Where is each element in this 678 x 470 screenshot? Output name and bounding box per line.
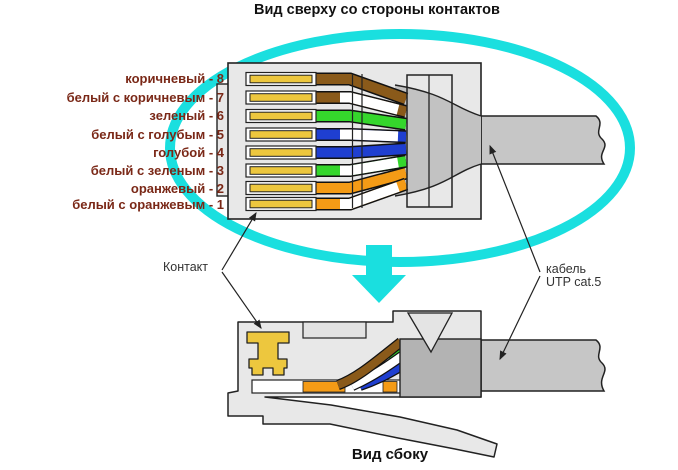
load-bar-front-edges: [351, 74, 363, 208]
highlight-ellipse: [165, 29, 635, 267]
pin-label-2: оранжевый - 2: [130, 180, 224, 196]
side-view-connector: [227, 310, 606, 458]
wire-funnel: [395, 85, 481, 196]
down-arrow-icon: [352, 245, 406, 303]
pin-label-8: коричневый - 8: [125, 71, 224, 86]
wire-pin5-white: [340, 129, 399, 142]
contacts-top-view: [245, 71, 317, 212]
contact-slot-7: [245, 90, 317, 105]
leader-cable-bottom: [499, 275, 541, 361]
pin-label-1: белый с оранжевым - 1: [72, 197, 224, 212]
cable-top-view: [480, 115, 606, 165]
cable-side-view: [480, 339, 606, 392]
callout-cable-line1: кабель: [546, 262, 587, 276]
curl-white: [350, 352, 405, 390]
leader-contact-top: [221, 211, 257, 271]
wire-pin3-white: [340, 157, 399, 176]
callout-cable-line2: UTP cat.5: [546, 275, 602, 289]
wire-pin1-white: [340, 182, 400, 209]
contact-slot-8: [245, 71, 317, 87]
contact-blade-side: [246, 331, 290, 376]
contact-slot-6: [245, 108, 317, 124]
top-pocket: [302, 321, 367, 339]
callout-contact: Контакт: [163, 260, 209, 274]
pin-label-6: зеленый - 6: [149, 108, 224, 123]
load-bar-notch: [406, 312, 454, 354]
funnel-edges: [394, 84, 482, 197]
contact-slot-5: [245, 127, 317, 142]
cable-jacket: [399, 338, 482, 398]
top-view-connector: [216, 62, 606, 220]
pin-label-3: белый с зеленым - 3: [90, 163, 224, 178]
title-top-view: Вид сверху со стороны контактов: [254, 2, 500, 18]
contact-slot-3: [245, 163, 317, 178]
leader-contact-bottom: [221, 271, 262, 329]
wire-strip-orange-2: [382, 381, 398, 393]
curl-brown: [336, 338, 404, 389]
pin-label-5: белый с голубым - 5: [91, 126, 224, 142]
leader-cable-top: [489, 144, 541, 273]
contact-slot-1: [245, 196, 317, 212]
wire-curls: [336, 337, 406, 391]
pin-label-4: голубой - 4: [153, 144, 224, 160]
callout-leaders: [221, 144, 541, 361]
title-side-view: Вид сбоку: [351, 446, 429, 463]
callout-cable: кабель UTP cat.5: [546, 263, 601, 289]
wire-pin7-white: [340, 92, 400, 115]
pin-label-7: белый с коричневым - 7: [66, 89, 224, 105]
contact-slot-2: [245, 180, 317, 196]
contact-slot-4: [245, 145, 317, 160]
